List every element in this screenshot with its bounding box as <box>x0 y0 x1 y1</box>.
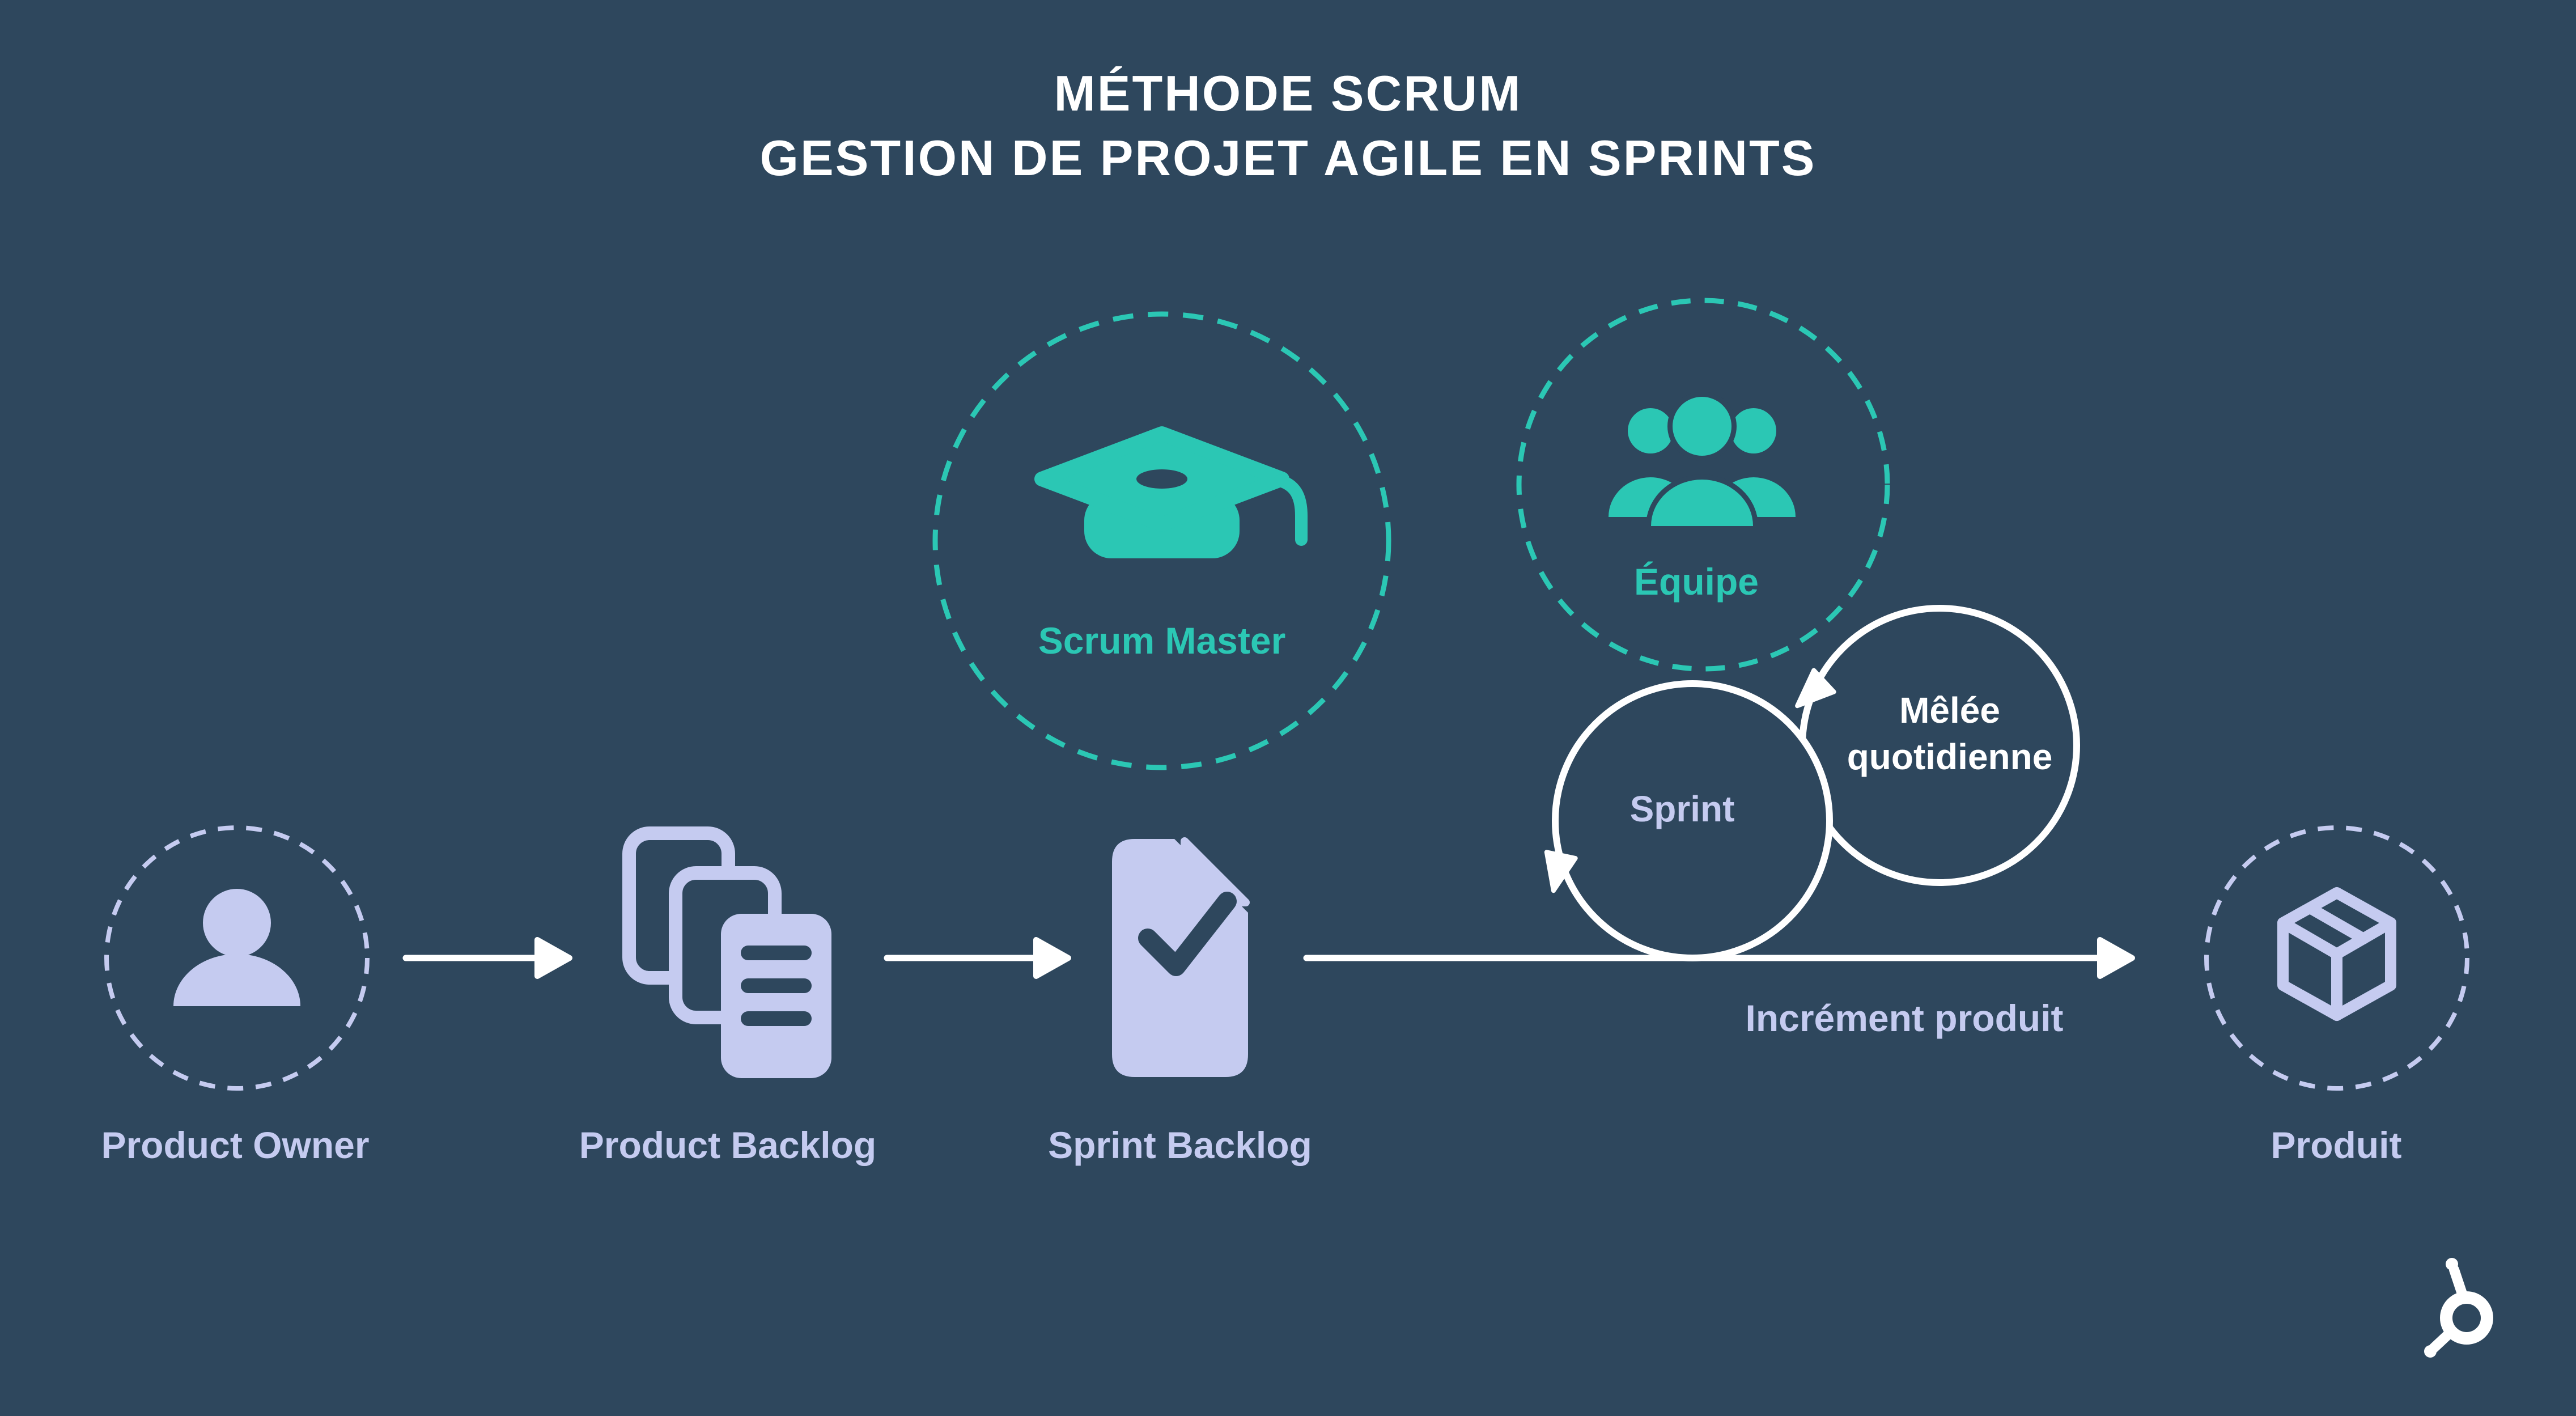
sprint-loop-circle <box>1544 680 1833 961</box>
flow-arrow-1 <box>402 937 572 979</box>
product-owner-node <box>104 825 370 1091</box>
sprint-label: Sprint <box>1629 788 1735 829</box>
product-backlog-label: Product Backlog <box>579 1124 877 1166</box>
product-owner-dashed-circle <box>104 825 370 1091</box>
equipe-node <box>1516 298 1890 672</box>
produit-dashed-circle <box>2204 825 2469 1091</box>
sprint-loop-arrowhead <box>1544 850 1578 893</box>
scrum-master-dashed-circle <box>932 311 1391 770</box>
documents-icon <box>622 826 831 1078</box>
person-icon <box>173 889 300 1006</box>
daily-loop-arrowhead <box>1795 668 1836 709</box>
scrum-master-label: Scrum Master <box>1038 620 1286 662</box>
sprint-backlog-label: Sprint Backlog <box>1048 1124 1312 1166</box>
flow-arrow-2 <box>884 937 1071 979</box>
title-line-1: MÉTHODE SCRUM <box>1054 65 1522 121</box>
package-icon <box>2277 887 2396 1021</box>
produit-label: Produit <box>2271 1124 2402 1166</box>
produit-node <box>2204 825 2469 1091</box>
equipe-dashed-circle <box>1516 298 1890 672</box>
title-line-2: GESTION DE PROJET AGILE EN SPRINTS <box>759 130 1817 186</box>
melee-label-line-1: Mêlée <box>1899 690 2000 731</box>
melee-label-line-2: quotidienne <box>1847 736 2053 777</box>
checked-document-icon <box>1112 837 1250 1077</box>
team-icon <box>1609 392 1796 531</box>
product-owner-label: Product Owner <box>101 1124 370 1166</box>
melee-label: Mêlée quotidienne <box>1814 688 2086 781</box>
equipe-label: Équipe <box>1633 561 1759 603</box>
hubspot-logo <box>2424 1258 2493 1358</box>
increment-produit-label: Incrément produit <box>1745 997 2064 1039</box>
graduation-cap-icon <box>1034 426 1308 558</box>
diagram-title: MÉTHODE SCRUM GESTION DE PROJET AGILE EN… <box>0 61 2576 190</box>
daily-loop-circle <box>1795 605 2080 886</box>
scrum-master-node <box>932 311 1391 770</box>
